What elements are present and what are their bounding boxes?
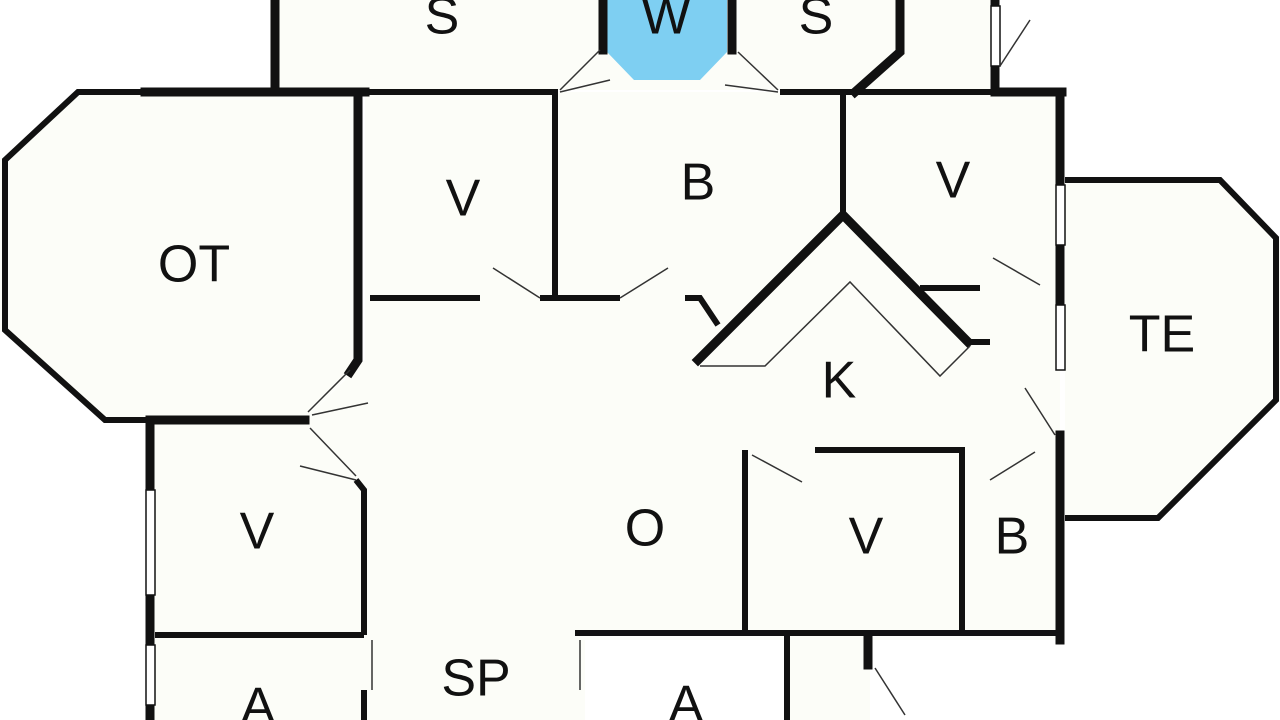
door xyxy=(492,267,541,299)
wall xyxy=(848,0,905,99)
door xyxy=(559,79,611,93)
door xyxy=(309,427,357,477)
room-label-a-right: A xyxy=(669,676,704,720)
door xyxy=(724,84,779,93)
room-label-v-lower-mid: V xyxy=(849,508,884,566)
room-labels: S W S OT V B V TE K V O V B SP A A xyxy=(158,0,1195,720)
room-label-b-lower: B xyxy=(995,508,1030,566)
wall xyxy=(1065,177,1279,521)
wall xyxy=(353,478,367,635)
door xyxy=(751,454,803,483)
room-label-a-left: A xyxy=(241,678,276,720)
room-label-te: TE xyxy=(1129,306,1195,364)
room-label-v-lower-left: V xyxy=(240,503,275,561)
kitchen-counter xyxy=(700,280,971,378)
door xyxy=(737,51,779,91)
doors xyxy=(299,19,1056,716)
door xyxy=(619,267,669,299)
room-label-w: W xyxy=(641,0,690,46)
floor-main xyxy=(150,92,1060,720)
floor-bottom-right xyxy=(790,640,870,720)
door xyxy=(559,49,601,91)
room-w-highlight xyxy=(607,0,727,80)
room-label-v-upper-left: V xyxy=(446,170,481,228)
door xyxy=(311,402,369,416)
door xyxy=(1024,387,1056,436)
wall xyxy=(343,87,363,379)
window xyxy=(1055,304,1066,371)
door xyxy=(307,369,351,413)
window xyxy=(1055,184,1066,246)
door xyxy=(999,19,1031,67)
room-label-b-upper: B xyxy=(681,154,716,212)
door xyxy=(874,667,906,716)
window xyxy=(145,644,156,706)
floor-ot xyxy=(0,92,358,420)
window xyxy=(990,5,1001,67)
room-label-s-left: S xyxy=(425,0,460,46)
door xyxy=(992,257,1041,286)
room-label-v-upper-right: V xyxy=(936,152,971,210)
windows xyxy=(145,5,1066,706)
wall xyxy=(685,295,721,327)
room-label-k: K xyxy=(822,352,857,410)
door xyxy=(989,451,1036,481)
wall xyxy=(691,208,975,367)
wall xyxy=(1,89,150,423)
room-label-s-right: S xyxy=(799,0,834,46)
door xyxy=(299,465,357,481)
floor-te xyxy=(1065,180,1280,520)
room-label-ot: OT xyxy=(158,236,230,294)
room-label-sp: SP xyxy=(441,650,510,708)
window xyxy=(145,489,156,596)
room-label-o: O xyxy=(625,500,665,558)
